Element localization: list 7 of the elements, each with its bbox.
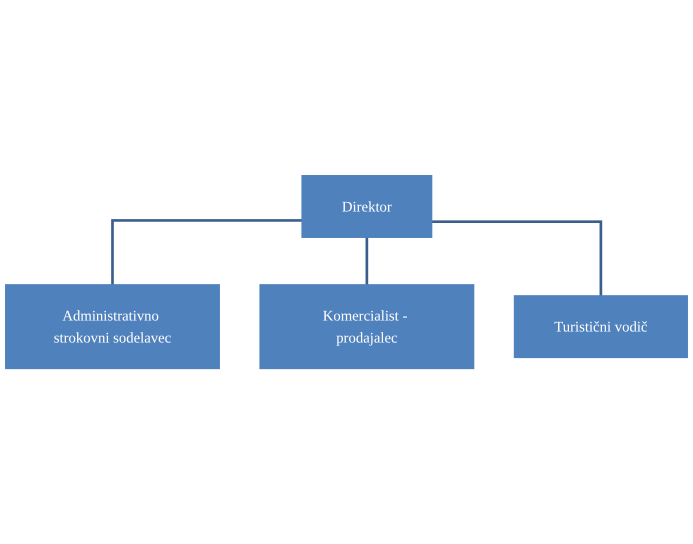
connector [111, 219, 302, 284]
node-box: Direktor [301, 174, 432, 238]
node-box: Turistični vodič [514, 295, 688, 358]
connector [432, 220, 602, 296]
node-box: Komercialist - prodajalec [259, 284, 474, 370]
node-box: Administrativno strokovni sodelavec [5, 284, 220, 370]
connector [366, 236, 368, 284]
